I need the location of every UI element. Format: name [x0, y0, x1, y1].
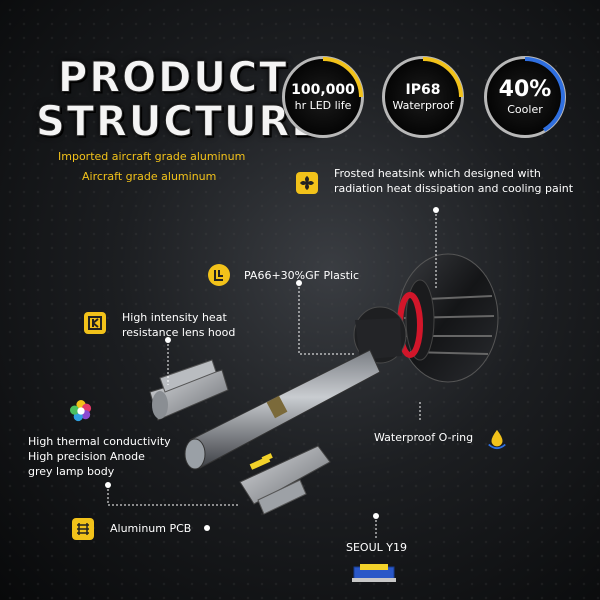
cooler-label: Cooler	[507, 102, 543, 116]
led-life-arc	[322, 57, 363, 98]
subtitle-line-2: Aircraft grade aluminum	[82, 170, 217, 183]
heatsink-label-line1: Frosted heatsink which designed with	[334, 167, 541, 180]
heatsink-part	[397, 253, 499, 383]
waterproof-value: IP68	[405, 81, 441, 98]
pcb-bracket-part	[239, 445, 331, 515]
cooler-arc	[524, 57, 566, 132]
water-drop-icon	[486, 428, 508, 450]
waterproof-badge: IP68 Waterproof	[382, 56, 464, 138]
heatsink-label-line2: radiation heat dissipation and cooling p…	[334, 182, 574, 195]
heatsink-label: Frosted heatsink which designed with rad…	[334, 166, 573, 196]
waterproof-label: Waterproof	[392, 98, 454, 112]
waterproof-arc	[422, 57, 463, 98]
lens-hood-part	[149, 359, 229, 421]
body-label-line3: grey lamp body	[28, 465, 115, 478]
subtitle-line-1: Imported aircraft grade aluminum	[58, 150, 246, 163]
seoul-chip-part	[352, 564, 396, 582]
body-label-line2: High precision Anode	[28, 450, 145, 463]
led-life-badge: 100,000 hr LED life	[282, 56, 364, 138]
cooler-badge: 40% Cooler	[484, 56, 566, 138]
led-life-value: 100,000	[291, 81, 355, 98]
fan-icon	[296, 172, 318, 194]
plastic-label: PA66+30%GF Plastic	[244, 269, 360, 282]
leader-dots	[105, 207, 439, 531]
title-line-1: PRODUCT	[57, 53, 289, 103]
title-line-2: STRUCTURE	[36, 97, 321, 147]
lens-hood-label-line2: resistance lens hood	[122, 326, 236, 339]
color-wheel-icon	[70, 400, 92, 422]
lens-hood-label: High intensity heat resistance lens hood	[122, 310, 235, 340]
lamp-body-part	[184, 349, 381, 470]
lens-hood-icon	[84, 312, 106, 334]
pcb-icon	[72, 518, 94, 540]
oring-label: Waterproof O-ring	[374, 431, 474, 444]
body-label-line1: High thermal conductivity	[28, 435, 171, 448]
body-label: High thermal conductivity High precision…	[28, 434, 171, 479]
plastic-base-part	[353, 306, 407, 364]
lens-hood-label-line1: High intensity heat	[122, 311, 227, 324]
pcb-label: Aluminum PCB	[110, 522, 192, 535]
plastic-icon	[208, 264, 230, 286]
led-life-label: hr LED life	[294, 98, 352, 112]
cooler-value: 40%	[498, 76, 552, 102]
chip-label: SEOUL Y19	[346, 541, 407, 554]
leader-lines	[107, 210, 437, 538]
